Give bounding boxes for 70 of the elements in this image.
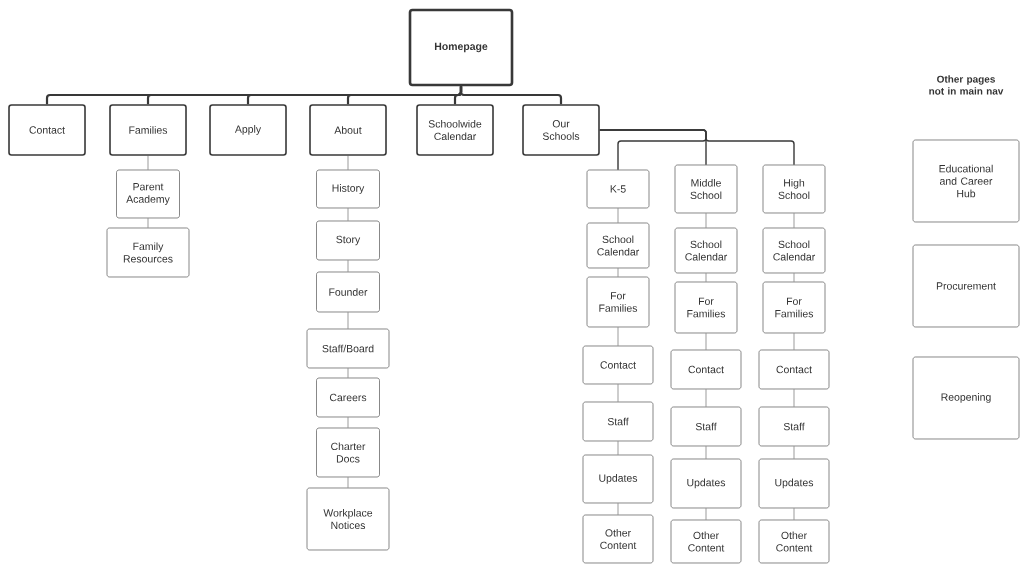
page-box: Updates (670, 458, 742, 509)
page-box: Other Content (758, 519, 830, 564)
connector-line (705, 389, 707, 407)
page-box: Homepage (408, 8, 514, 87)
connector-line (705, 213, 707, 228)
connector-line (147, 218, 149, 228)
page-box: Our Schools (522, 104, 600, 156)
connector-line (705, 508, 707, 520)
connector-line (599, 129, 795, 166)
connector-line (793, 446, 795, 459)
page-box: History (316, 169, 380, 209)
page-box: Story (316, 220, 380, 261)
page-box: For Families (586, 276, 650, 328)
connector-line (793, 273, 795, 282)
page-box: Contact (582, 345, 654, 385)
connector-line (617, 327, 619, 346)
page-box: Founder (316, 271, 380, 313)
page-box: Staff (758, 406, 830, 447)
connector-line (617, 208, 619, 223)
page-box: Staff/Board (306, 328, 390, 369)
page-box: Middle School (674, 164, 738, 214)
page-box: Contact (758, 349, 830, 390)
connector-line (617, 503, 619, 515)
connector-line (347, 260, 349, 272)
page-box: School Calendar (674, 227, 738, 274)
connector-line (705, 273, 707, 282)
page-box: Charter Docs (316, 427, 380, 478)
connector-line (617, 384, 619, 402)
page-box: About (309, 104, 387, 156)
page-box: Updates (582, 454, 654, 504)
page-box: Parent Academy (116, 169, 180, 219)
connector-line (347, 155, 349, 170)
connector-line (793, 213, 795, 228)
page-box: Procurement (912, 244, 1020, 328)
connector-line (347, 312, 349, 329)
connector-line (617, 268, 619, 277)
connector-line (347, 368, 349, 378)
page-box: Staff (670, 406, 742, 447)
connector-line (347, 208, 349, 221)
connector-line (347, 417, 349, 428)
connector-line (147, 155, 149, 170)
connector-line (459, 86, 563, 105)
connector-line (705, 333, 707, 350)
page-box: School Calendar (586, 222, 650, 269)
connector-line (617, 441, 619, 455)
connector-line (793, 508, 795, 520)
connector-line (347, 477, 349, 488)
page-box: Careers (316, 377, 380, 418)
page-box: Staff (582, 401, 654, 442)
page-box: School Calendar (762, 227, 826, 274)
page-box: Families (109, 104, 187, 156)
heading-text: Other pages not in main nav (929, 75, 1004, 95)
page-box: Contact (670, 349, 742, 390)
page-box: Updates (758, 458, 830, 509)
page-box: Family Resources (106, 227, 190, 278)
page-box: Other Content (582, 514, 654, 564)
page-box: Workplace Notices (306, 487, 390, 551)
page-box: K-5 (586, 169, 650, 209)
page-box: Other Content (670, 519, 742, 564)
page-box: For Families (674, 281, 738, 334)
page-box: High School (762, 164, 826, 214)
page-box: Contact (8, 104, 86, 156)
connector-line (793, 333, 795, 350)
connector-line (793, 389, 795, 407)
connector-line (705, 446, 707, 459)
page-box: For Families (762, 281, 826, 334)
page-box: Educational and Career Hub (912, 139, 1020, 223)
page-box: Reopening (912, 356, 1020, 440)
page-box: Apply (209, 104, 287, 156)
page-box: Schoolwide Calendar (416, 104, 494, 156)
